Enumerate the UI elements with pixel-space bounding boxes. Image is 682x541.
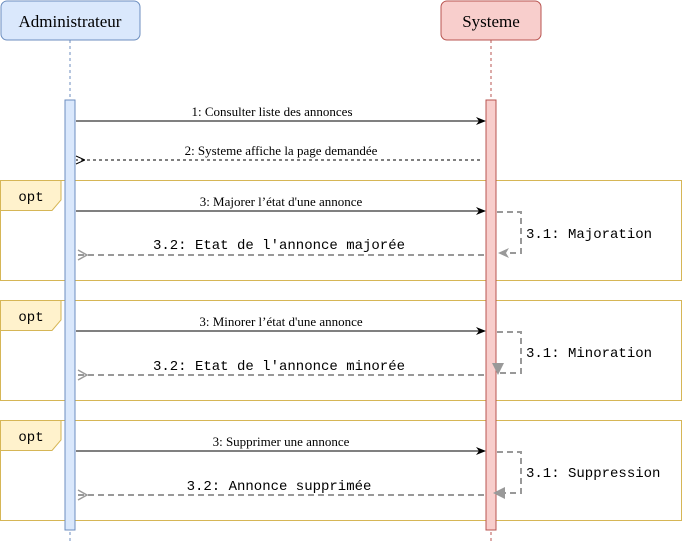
self-call-arrowhead — [493, 487, 505, 499]
self-call-label: 3.1: Majoration — [526, 227, 652, 243]
reply-label: 3.2: Etat de l'annonce minorée — [153, 359, 405, 375]
reply-label: 3.2: Etat de l'annonce majorée — [153, 238, 405, 254]
fragment-tab — [0, 300, 62, 331]
fragment-operator: opt — [18, 310, 43, 326]
self-call-arrow — [497, 211, 522, 258]
participant-admin: Administrateur — [0, 0, 141, 41]
fragment-1-messages: 3: Majorer l’état d'une annonce 3.1: Maj… — [76, 194, 652, 255]
self-call-arrow — [497, 331, 522, 374]
participant-admin-label: Administrateur — [19, 12, 122, 31]
message-1: 1: Consulter liste des annonces — [76, 104, 486, 125]
fragment-3-messages: 3: Supprimer une annonce 3.1: Suppressio… — [76, 434, 660, 499]
fragment-opt-3: opt — [0, 420, 682, 521]
fragment-2-messages: 3: Minorer l’état d'une annonce 3.1: Min… — [76, 314, 652, 375]
fragment-operator: opt — [18, 430, 43, 446]
request-label: 3: Majorer l’état d'une annonce — [200, 194, 363, 209]
self-call-arrow — [497, 451, 522, 494]
participant-system-label: Systeme — [462, 12, 520, 31]
message-2: 2: Systeme affiche la page demandée — [76, 143, 480, 160]
self-call-label: 3.1: Minoration — [526, 346, 652, 362]
activation-system — [485, 99, 497, 531]
fragment-operator: opt — [18, 190, 43, 206]
participant-system: Systeme — [440, 0, 542, 41]
request-label: 3: Supprimer une annonce — [213, 434, 350, 449]
self-call-arrowhead — [492, 363, 504, 375]
request-label: 3: Minorer l’état d'une annonce — [199, 314, 363, 329]
fragment-tab — [0, 180, 62, 211]
reply-label: 3.2: Annonce supprimée — [187, 479, 372, 495]
activation-admin — [64, 99, 76, 531]
message-label: 1: Consulter liste des annonces — [191, 104, 352, 119]
fragment-tab — [0, 420, 62, 451]
message-label: 2: Systeme affiche la page demandée — [185, 143, 378, 158]
self-call-label: 3.1: Suppression — [526, 466, 660, 482]
